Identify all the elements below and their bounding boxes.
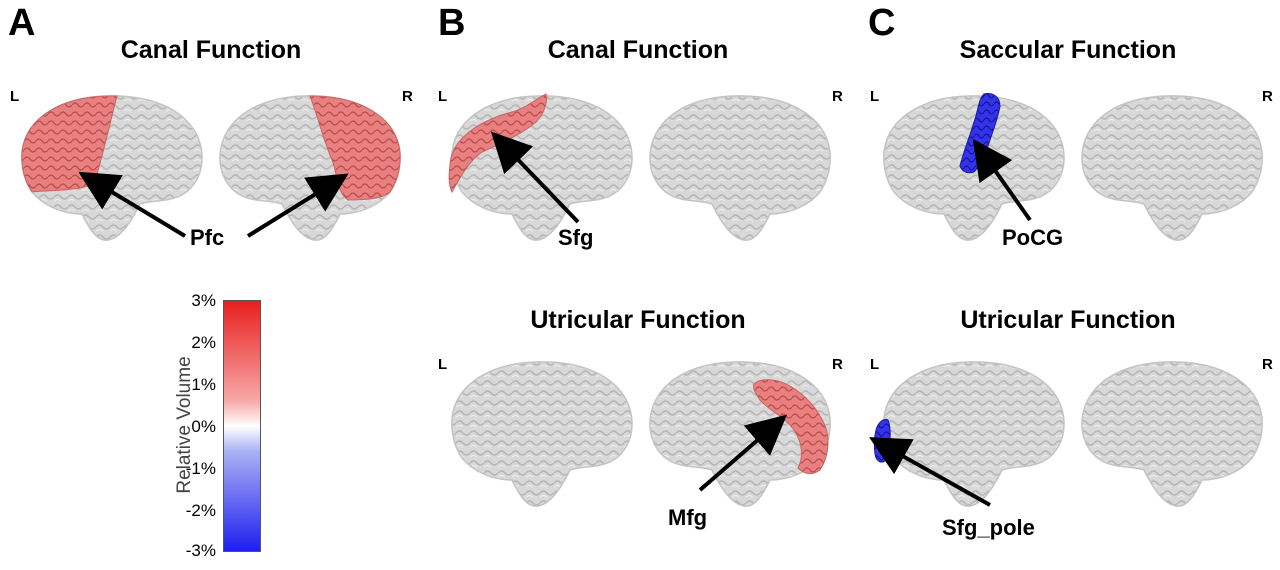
brain-c-bottom-right	[1081, 361, 1263, 507]
brain-c-right	[1081, 95, 1263, 241]
brain-b-bottom-right	[649, 361, 831, 507]
brain-a-right	[219, 95, 401, 241]
colorbar-tick: -1%	[185, 459, 216, 478]
label-pocg: PoCG	[1002, 225, 1064, 250]
brain-a-left	[21, 95, 203, 241]
arrow-pocg	[972, 138, 1032, 222]
panel-b-letter: B	[438, 2, 466, 44]
arrow-sfg-pole	[869, 437, 991, 507]
panel-c-bottom-title: Utricular Function	[960, 306, 1176, 334]
arrow-pfc-left	[78, 171, 187, 238]
panel-b-title: Canal Function	[547, 36, 729, 64]
arrow-pfc-right	[246, 173, 349, 238]
brain-c-left	[883, 93, 1065, 241]
panel-a-title: Canal Function	[120, 36, 302, 64]
panel-c-title: Saccular Function	[959, 36, 1177, 64]
colorbar-tick: 0%	[191, 417, 216, 436]
brain-b-bottom-left	[451, 361, 633, 507]
brain-b-right	[649, 95, 831, 241]
label-sfg: Sfg	[558, 225, 594, 250]
panel-c-bottom-left-marker: L	[870, 356, 880, 373]
panel-b-bottom-title: Utricular Function	[530, 306, 746, 334]
panel-a-letter: A	[8, 2, 36, 44]
panel-c-right-marker: R	[1262, 88, 1273, 105]
label-sfg-pole: Sfg_pole	[942, 515, 1035, 540]
panel-b-right-marker: R	[832, 88, 843, 105]
arrow-mfg	[698, 414, 788, 492]
arrow-sfg	[490, 131, 580, 224]
panel-b-bottom-right-marker: R	[832, 356, 843, 373]
panel-b-bottom-left-marker: L	[438, 356, 448, 373]
colorbar-tick: 2%	[191, 333, 216, 352]
panel-a-left-marker: L	[10, 88, 20, 105]
label-mfg: Mfg	[668, 505, 708, 530]
colorbar-tick: 1%	[191, 375, 216, 394]
panel-c-bottom-right-marker: R	[1262, 356, 1273, 373]
brain-c-bottom-left	[873, 361, 1065, 507]
colorbar-tick: -2%	[185, 501, 216, 520]
panel-c-letter: C	[868, 2, 896, 44]
colorbar-tick: 3%	[191, 291, 216, 310]
panel-a-right-marker: R	[402, 88, 413, 105]
panel-c-left-marker: L	[870, 88, 880, 105]
brain-b-left	[448, 93, 633, 241]
label-pfc: Pfc	[190, 225, 225, 250]
colorbar-tick: -3%	[185, 541, 216, 560]
panel-b-left-marker: L	[438, 88, 448, 105]
colorbar	[223, 300, 261, 552]
